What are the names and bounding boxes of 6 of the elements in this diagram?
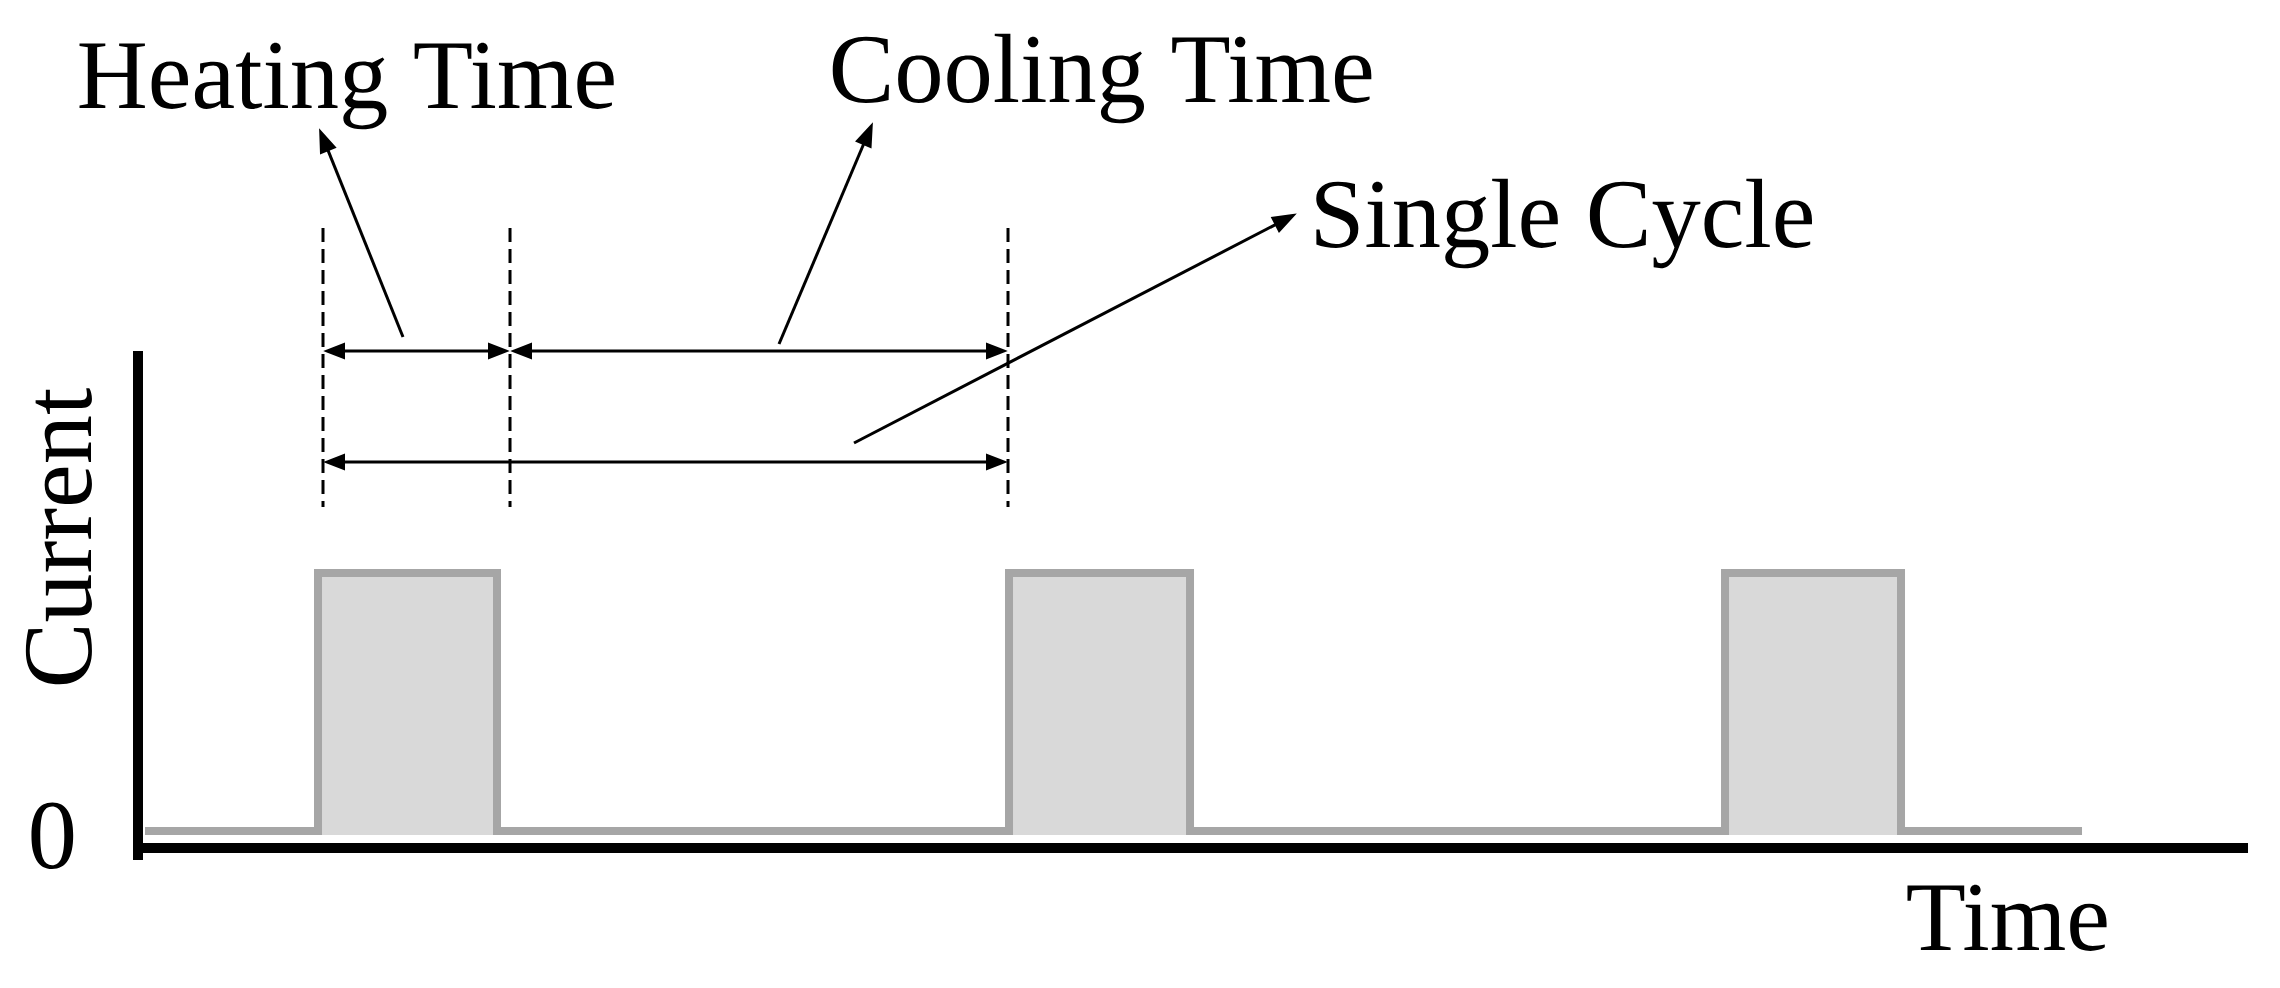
callout-text: Single Cycle bbox=[1316, 178, 1812, 269]
axis-label: Time bbox=[1907, 884, 2107, 951]
tick-label: 0 bbox=[31, 802, 74, 869]
callout-text: Cooling Time bbox=[832, 33, 1372, 124]
callout-text: Heating Time bbox=[79, 42, 614, 130]
axis-label: Current bbox=[25, 388, 92, 685]
